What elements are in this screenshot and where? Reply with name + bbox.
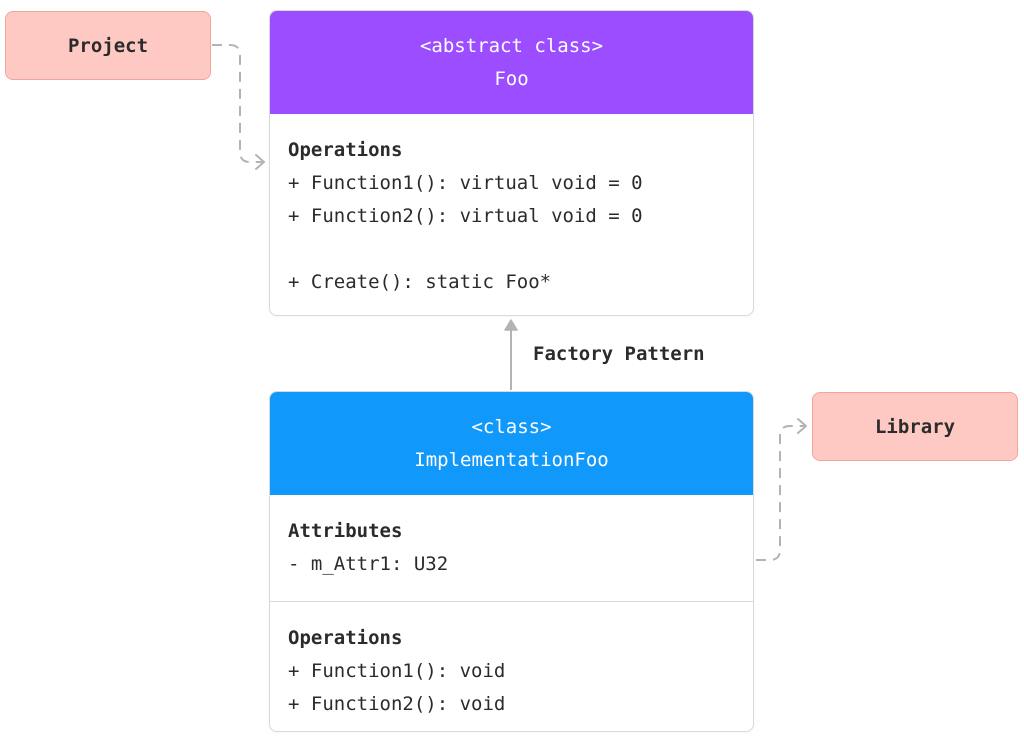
impl-class-header: <class> ImplementationFoo [270,392,753,495]
project-node[interactable]: Project [5,11,211,80]
foo-operations-section: Operations + Function1(): virtual void =… [270,114,753,299]
impl-attribute: - m_Attr1: U32 [288,553,449,575]
foo-stereotype: <abstract class> [419,34,604,57]
foo-static-operation: + Create(): static Foo* [288,271,552,293]
impl-operations-section: Operations + Function1(): void + Functio… [270,602,753,721]
impl-to-library-connector [756,425,804,561]
library-node[interactable]: Library [812,392,1018,461]
foo-class-node[interactable]: <abstract class> Foo Operations + Functi… [269,10,754,316]
foo-operations-title: Operations [288,139,403,161]
factory-pattern-label: Factory Pattern [533,343,705,365]
project-to-foo-connector [212,44,262,163]
foo-operation: + Function1(): virtual void = 0 [288,172,643,194]
impl-section-divider [270,601,753,602]
impl-stereotype: <class> [471,415,552,438]
impl-class-name: ImplementationFoo [414,448,609,471]
implementation-foo-class-node[interactable]: <class> ImplementationFoo Attributes - m… [269,391,754,732]
impl-operations-title: Operations [288,627,403,649]
impl-operation: + Function2(): void [288,693,506,715]
foo-class-header: <abstract class> Foo [270,11,753,114]
project-to-foo-arrowhead [255,154,265,170]
factory-pattern-arrowhead [504,319,518,331]
foo-operation: + Function2(): virtual void = 0 [288,205,643,227]
impl-to-library-arrowhead [797,418,807,434]
library-label: Library [874,415,956,438]
foo-class-name: Foo [494,67,529,90]
impl-attributes-section: Attributes - m_Attr1: U32 [270,495,753,581]
impl-attributes-title: Attributes [288,520,403,542]
project-label: Project [67,34,149,57]
impl-operation: + Function1(): void [288,660,506,682]
foo-operation-spacer [288,233,735,266]
